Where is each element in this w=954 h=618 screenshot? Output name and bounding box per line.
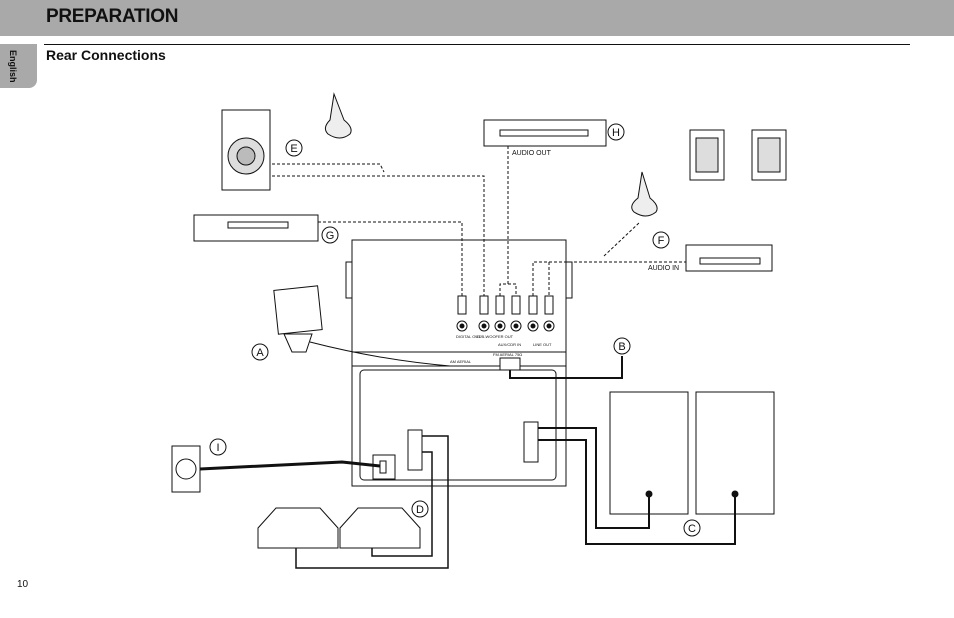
mains-socket [171,445,381,493]
callout-h: H [612,127,620,139]
callout-g: G [326,230,335,242]
callout-markers [209,123,701,537]
main-unit: DIGITAL OUT SUB-WOOFER OUT AUX/CDR IN LI… [345,239,573,487]
wireless-transmitter-left [324,92,352,139]
front-speakers [538,391,775,545]
fm-aerial-wire [509,356,623,379]
divider [44,44,910,45]
page-title: PREPARATION [46,6,179,27]
callout-i: I [216,442,219,454]
am-loop-antenna [273,285,451,367]
active-subwoofer [221,109,271,191]
dvd-player [193,214,319,242]
header-bar [0,0,954,36]
language-tab [0,44,37,88]
subwoofer-out-label: SUB-WOOFER OUT [476,334,514,339]
digital-out-label: DIGITAL OUT [456,334,481,339]
callout-d: D [416,504,424,516]
fm-aerial-label: FM AERIAL 75Ω [493,352,522,357]
callout-f: F [658,235,665,247]
center-speakers [257,435,449,569]
page-number: 10 [17,579,29,590]
wireless-rear-speakers [631,129,787,217]
cd-recorder [483,119,607,147]
callout-b: B [618,341,625,353]
audio-out-label: AUDIO OUT [512,150,552,157]
wireless-links [272,146,686,296]
am-aerial-label: AM AERIAL [450,359,472,364]
audio-in-device [685,244,773,272]
callout-c: C [688,523,696,535]
callout-a: A [256,347,264,359]
line-out-label: LINE OUT [533,342,552,347]
callout-e: E [290,143,297,155]
section-title: Rear Connections [46,47,166,63]
language-tab-label: English [8,50,18,83]
audio-in-label: AUDIO IN [648,265,679,272]
aux-cdr-in-label: AUX/CDR IN [498,342,521,347]
